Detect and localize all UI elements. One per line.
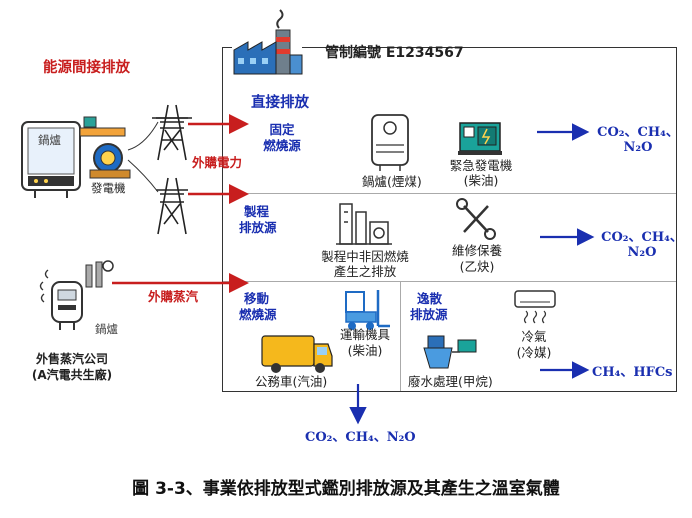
process-emission-label-2: 產生之排放: [333, 264, 397, 279]
refrigerant-label: (冷媒): [516, 345, 552, 360]
wrench-screwdriver-icon: [456, 198, 496, 240]
gas-output-mobile: CO₂、CH₄、N₂O: [305, 430, 416, 445]
direct-emission-title: 直接排放: [251, 95, 309, 111]
maintenance-fuel: (乙炔): [459, 259, 495, 274]
fixed-source-title: 固定: [269, 122, 295, 137]
process-source-title-2: 排放源: [239, 220, 277, 235]
gas-output-fixed: CO₂、CH₄、N₂O: [597, 125, 679, 155]
factory-icon: [232, 9, 303, 75]
steam-company-name: 外售蒸汽公司: [35, 352, 108, 366]
steam-company-subtitle: (A汽電共生廠): [31, 368, 113, 382]
forklift-icon: [345, 290, 390, 330]
figure-caption: 圖 3-3、事業依排放型式鑑別排放源及其產生之溫室氣體: [132, 479, 560, 499]
purchased-power-label: 外購電力: [192, 155, 243, 170]
air-conditioner-label: 冷氣: [521, 329, 547, 344]
fixed-source-title-2: 燃燒源: [263, 138, 301, 153]
divider-process-mobile: [223, 281, 676, 282]
gas-output-fugitive: CH₄、HFCs: [592, 365, 673, 380]
coal-boiler-icon: [371, 114, 409, 171]
fugitive-source-title: 逸散: [417, 291, 443, 306]
generator-icon: [79, 116, 131, 179]
air-conditioner-icon: [514, 290, 556, 324]
transport-equipment-fuel: (柴油): [347, 343, 383, 358]
divider-fixed-process: [223, 193, 676, 194]
boiler-label: 鍋爐: [38, 133, 61, 147]
indirect-emission-label: 能源間接排放: [43, 60, 130, 76]
control-id-label: 管制編號 E1234567: [325, 45, 464, 61]
mobile-source-title-2: 燃燒源: [239, 307, 277, 322]
wall-boiler-icon: [21, 121, 81, 198]
mobile-source-title: 移動: [244, 291, 270, 306]
process-source-title: 製程: [244, 204, 270, 219]
coal-boiler-label: 鍋爐(煙煤): [362, 174, 422, 189]
process-emission-label: 製程中非因燃燒: [321, 249, 409, 264]
power-tower-icon: [152, 104, 192, 161]
emergency-generator-fuel: (柴油): [463, 173, 499, 188]
fugitive-source-title-2: 排放源: [410, 307, 448, 322]
maintenance-label: 維修保養: [451, 243, 502, 258]
emergency-generator-icon: [458, 122, 502, 155]
steam-boiler-icon: [39, 260, 114, 330]
process-plant-icon: [336, 203, 392, 245]
generator-label: 發電機: [91, 181, 126, 195]
transport-equipment-label: 運輸機具: [339, 327, 390, 342]
company-car-label: 公務車(汽油): [255, 374, 328, 389]
gas-output-process: CO₂、CH₄、N₂O: [601, 230, 683, 260]
direct-emission-box: [222, 47, 677, 392]
truck-icon: [261, 335, 333, 373]
steam-boiler-label: 鍋爐: [95, 322, 118, 336]
power-tower-icon: [156, 177, 188, 235]
divider-mobile-fugitive: [400, 281, 401, 391]
purchased-steam-label: 外購蒸汽: [148, 289, 199, 304]
wastewater-toilet-icon: [423, 335, 477, 369]
wastewater-label: 廢水處理(甲烷): [408, 374, 493, 389]
emergency-generator-label: 緊急發電機: [449, 158, 513, 173]
